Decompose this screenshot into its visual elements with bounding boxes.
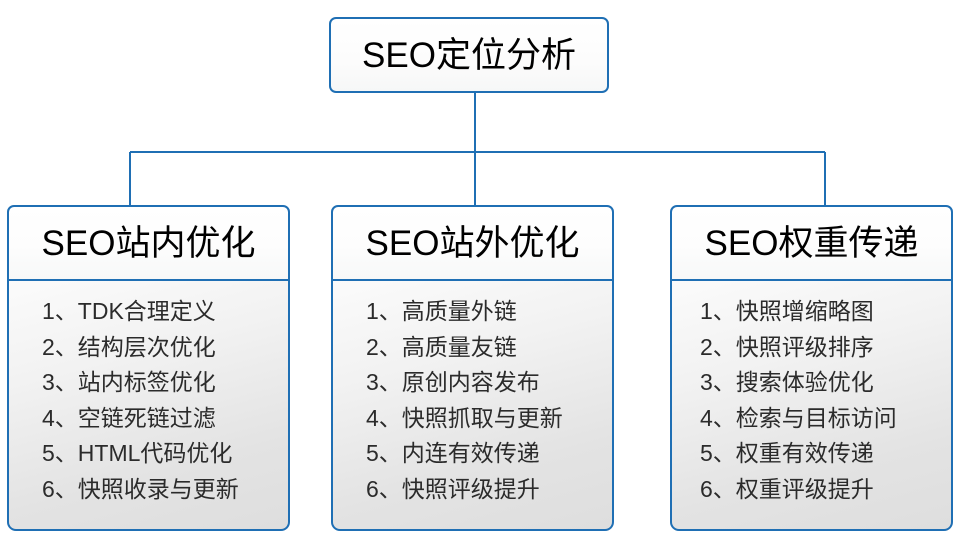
branch-header-3: SEO权重传递 — [670, 205, 953, 281]
branch-header-label-1: SEO站内优化 — [41, 223, 256, 263]
list-item: 4、快照抓取与更新 — [366, 404, 563, 431]
branch-column-2: SEO站外优化 1、高质量外链 2、高质量友链 3、原创内容发布 4、快照抓取与… — [331, 205, 614, 531]
root-node: SEO定位分析 — [329, 17, 609, 93]
branch-column-1: SEO站内优化 1、TDK合理定义 2、结构层次优化 3、站内标签优化 4、空链… — [7, 205, 290, 531]
branch-header-label-2: SEO站外优化 — [365, 223, 580, 263]
list-item: 6、快照评级提升 — [366, 475, 540, 502]
list-item: 4、检索与目标访问 — [700, 404, 897, 431]
list-item: 2、快照评级排序 — [700, 333, 874, 360]
list-item: 1、高质量外链 — [366, 298, 517, 324]
root-node-label: SEO定位分析 — [362, 35, 576, 75]
list-item: 5、权重有效传递 — [700, 440, 874, 466]
list-item: 3、站内标签优化 — [42, 369, 216, 395]
list-item: 1、TDK合理定义 — [42, 298, 216, 324]
list-item: 2、结构层次优化 — [42, 333, 216, 360]
list-item: 4、空链死链过滤 — [42, 404, 216, 431]
list-item: 5、内连有效传递 — [366, 440, 540, 466]
list-item: 5、HTML代码优化 — [42, 440, 233, 466]
branch-header-label-3: SEO权重传递 — [704, 223, 919, 263]
list-item: 3、搜索体验优化 — [700, 369, 874, 395]
branch-body-3: 1、快照增缩略图 2、快照评级排序 3、搜索体验优化 4、检索与目标访问 5、权… — [670, 281, 953, 531]
branch-column-3: SEO权重传递 1、快照增缩略图 2、快照评级排序 3、搜索体验优化 4、检索与… — [670, 205, 953, 531]
branch-header-2: SEO站外优化 — [331, 205, 614, 281]
list-item: 2、高质量友链 — [366, 333, 517, 360]
list-item: 6、快照收录与更新 — [42, 475, 239, 502]
branch-body-1: 1、TDK合理定义 2、结构层次优化 3、站内标签优化 4、空链死链过滤 5、H… — [7, 281, 290, 531]
list-item: 6、权重评级提升 — [700, 475, 874, 502]
branch-body-2: 1、高质量外链 2、高质量友链 3、原创内容发布 4、快照抓取与更新 5、内连有… — [331, 281, 614, 531]
list-item: 1、快照增缩略图 — [700, 298, 874, 324]
list-item: 3、原创内容发布 — [366, 369, 540, 395]
branch-header-1: SEO站内优化 — [7, 205, 290, 281]
